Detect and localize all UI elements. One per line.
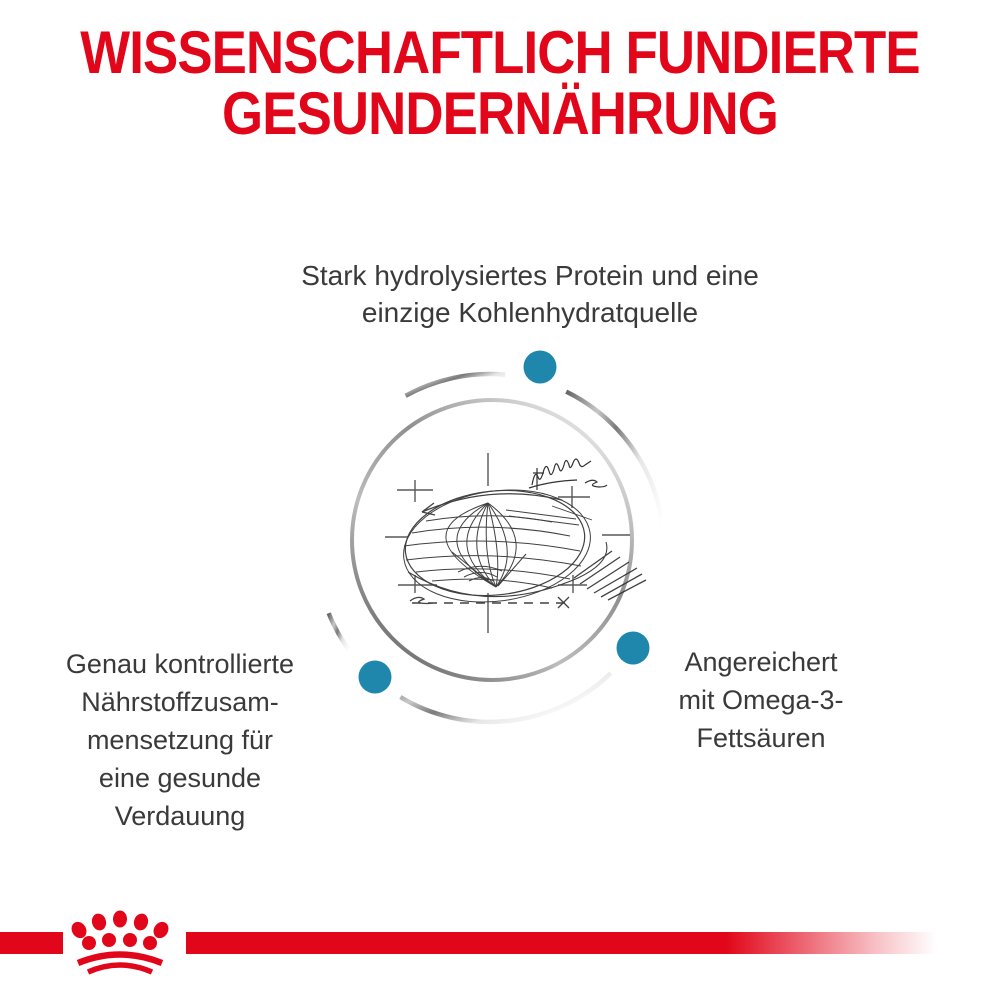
callout-protein-line-1: Stark hydrolysiertes Protein und eine [301,260,759,291]
callout-dot-top [523,350,557,384]
callout-protein-line-2: einzige Kohlenhydratquelle [361,297,699,328]
vortex-detail [451,551,527,587]
callout-dot-right [616,631,650,665]
callout-omega3-line-2: mit Omega-3- [678,685,844,715]
brand-bar-right [186,932,936,954]
callout-nutrients-line-1: Genau kontrollierte [65,649,295,679]
callout-nutrients-line-5: Verdauung [114,801,246,831]
callout-omega3-line-1: Angereichert [684,647,838,677]
callout-nutrients-line-3: mensetzung für [86,725,274,755]
royal-canin-crown-icon [71,910,169,975]
brand-bar-left [0,932,63,954]
kibble-sketch-icon [385,453,647,633]
orbit-rings-icon [326,371,667,725]
headline-line-2: GESUNDERNÄHRUNG [222,80,779,147]
callout-omega3: Angereichert mit Omega-3- Fettsäuren [640,643,882,757]
signature-scribble [528,458,608,490]
hatching-strokes [573,550,647,601]
crosshair-guides [385,453,630,633]
callout-nutrients: Genau kontrollierte Nährstoffzusam- mens… [25,645,335,835]
callout-nutrients-line-4: eine gesunde [98,763,262,793]
callout-protein: Stark hydrolysiertes Protein und eine ei… [255,257,805,331]
page-title: WISSENSCHAFTLICH FUNDIERTE GESUNDERNÄHRU… [60,22,940,144]
callout-dots [358,350,650,694]
dimension-line [409,596,572,609]
headline-line-1: WISSENSCHAFTLICH FUNDIERTE [80,19,920,86]
kibble-illustration [326,350,667,725]
rotation-arrow-icon [421,493,563,516]
callout-dot-left [358,660,392,694]
callout-omega3-line-3: Fettsäuren [696,723,826,753]
callout-nutrients-line-2: Nährstoffzusam- [81,687,279,717]
